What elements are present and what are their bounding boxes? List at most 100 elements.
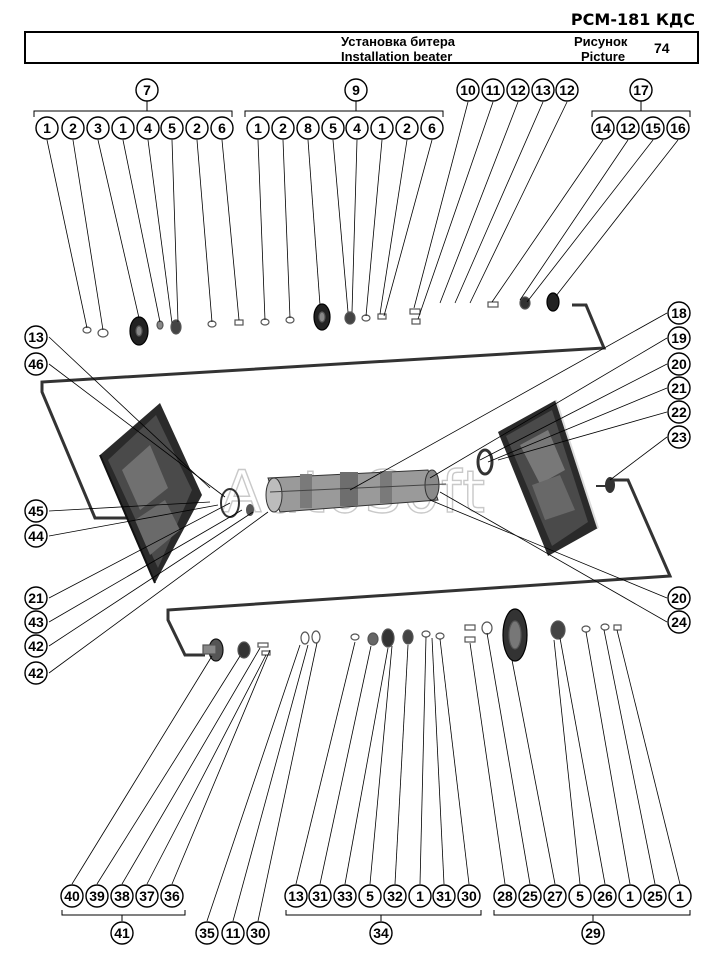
callout-number: 25 xyxy=(647,888,663,904)
part-callout: 2 xyxy=(271,116,295,140)
group-label-callout: 29 xyxy=(581,921,605,945)
callout-number: 9 xyxy=(352,82,360,98)
callout-number: 1 xyxy=(676,888,684,904)
part-callout: 18 xyxy=(667,301,691,325)
callout-number: 13 xyxy=(288,888,304,904)
part-callout: 20 xyxy=(667,586,691,610)
callout-number: 5 xyxy=(329,120,337,136)
part-callout: 20 xyxy=(667,352,691,376)
callout-number: 23 xyxy=(671,429,687,445)
callout-number: 2 xyxy=(69,120,77,136)
part-callout: 1 xyxy=(668,884,692,908)
picture-number: 74 xyxy=(654,40,670,56)
model-code: РСМ-181 КДС xyxy=(570,10,695,29)
part-callout: 30 xyxy=(457,884,481,908)
bearing-right xyxy=(476,448,615,493)
callout-number: 30 xyxy=(250,925,266,941)
group-label-callout: 41 xyxy=(110,921,134,945)
title-ru: Установка битера xyxy=(341,34,456,49)
part-callout: 24 xyxy=(667,610,691,634)
callout-number: 18 xyxy=(671,305,687,321)
callout-number: 31 xyxy=(312,888,328,904)
callout-number: 5 xyxy=(366,888,374,904)
callout-number: 41 xyxy=(114,925,130,941)
flow-path-upper xyxy=(40,303,607,520)
part-callout: 33 xyxy=(333,884,357,908)
right-side-frame xyxy=(498,399,599,556)
picture-label-ru: Рисунок xyxy=(574,34,628,49)
callout-number: 12 xyxy=(559,82,575,98)
callout-number: 37 xyxy=(139,888,155,904)
callout-number: 45 xyxy=(28,503,44,519)
part-callout: 40 xyxy=(60,884,84,908)
callout-number: 13 xyxy=(28,329,44,345)
part-callout: 16 xyxy=(666,116,690,140)
part-callout: 22 xyxy=(667,400,691,424)
callout-number: 28 xyxy=(497,888,513,904)
part-callout: 2 xyxy=(185,116,209,140)
callout-number: 3 xyxy=(94,120,102,136)
callout-number: 16 xyxy=(670,120,686,136)
part-callout: 2 xyxy=(61,116,85,140)
callout-number: 17 xyxy=(633,82,649,98)
part-callout: 1 xyxy=(370,116,394,140)
part-callout: 31 xyxy=(308,884,332,908)
callout-number: 25 xyxy=(522,888,538,904)
part-callout: 42 xyxy=(24,661,48,685)
callout-number: 12 xyxy=(510,82,526,98)
callout-number: 1 xyxy=(119,120,127,136)
part-callout: 37 xyxy=(135,884,159,908)
callout-number: 44 xyxy=(28,528,44,544)
callout-number: 42 xyxy=(28,665,44,681)
part-callout: 4 xyxy=(136,116,160,140)
callout-number: 4 xyxy=(144,120,152,136)
part-callout: 35 xyxy=(195,921,219,945)
part-callout: 5 xyxy=(358,884,382,908)
part-callout: 5 xyxy=(321,116,345,140)
part-callout: 31 xyxy=(432,884,456,908)
title-block: Установка битера Installation beater Рис… xyxy=(24,31,699,64)
part-callout: 26 xyxy=(593,884,617,908)
part-callout: 12 xyxy=(506,78,530,102)
group-label-callout: 7 xyxy=(135,78,159,102)
callout-number: 21 xyxy=(671,380,687,396)
part-callout: 25 xyxy=(518,884,542,908)
part-callout: 11 xyxy=(221,921,245,945)
part-callout: 38 xyxy=(110,884,134,908)
callout-number: 39 xyxy=(89,888,105,904)
callout-number: 1 xyxy=(254,120,262,136)
part-callout: 43 xyxy=(24,610,48,634)
callout-number: 12 xyxy=(620,120,636,136)
callout-number: 19 xyxy=(671,330,687,346)
flow-path-lower xyxy=(166,478,673,657)
callout-number: 34 xyxy=(373,925,389,941)
callout-number: 36 xyxy=(164,888,180,904)
callout-number: 6 xyxy=(218,120,226,136)
callout-number: 21 xyxy=(28,590,44,606)
beater-drum xyxy=(265,469,447,513)
part-callout: 1 xyxy=(618,884,642,908)
callout-number: 32 xyxy=(387,888,403,904)
part-callout: 3 xyxy=(86,116,110,140)
part-callout: 32 xyxy=(383,884,407,908)
group-label-callout: 34 xyxy=(369,921,393,945)
part-callout: 27 xyxy=(543,884,567,908)
callout-number: 2 xyxy=(193,120,201,136)
callout-number: 20 xyxy=(671,356,687,372)
group-label-callout: 17 xyxy=(629,78,653,102)
part-callout: 2 xyxy=(395,116,419,140)
callout-number: 13 xyxy=(535,82,551,98)
callout-number: 26 xyxy=(597,888,613,904)
part-callout: 23 xyxy=(667,425,691,449)
callout-number: 5 xyxy=(576,888,584,904)
callout-number: 29 xyxy=(585,925,601,941)
callout-number: 11 xyxy=(486,82,501,98)
part-callout: 1 xyxy=(408,884,432,908)
part-callout: 21 xyxy=(24,586,48,610)
callout-number: 11 xyxy=(226,925,241,941)
callout-number: 8 xyxy=(304,120,312,136)
part-callout: 1 xyxy=(246,116,270,140)
top-brackets xyxy=(33,101,691,117)
callout-number: 38 xyxy=(114,888,130,904)
